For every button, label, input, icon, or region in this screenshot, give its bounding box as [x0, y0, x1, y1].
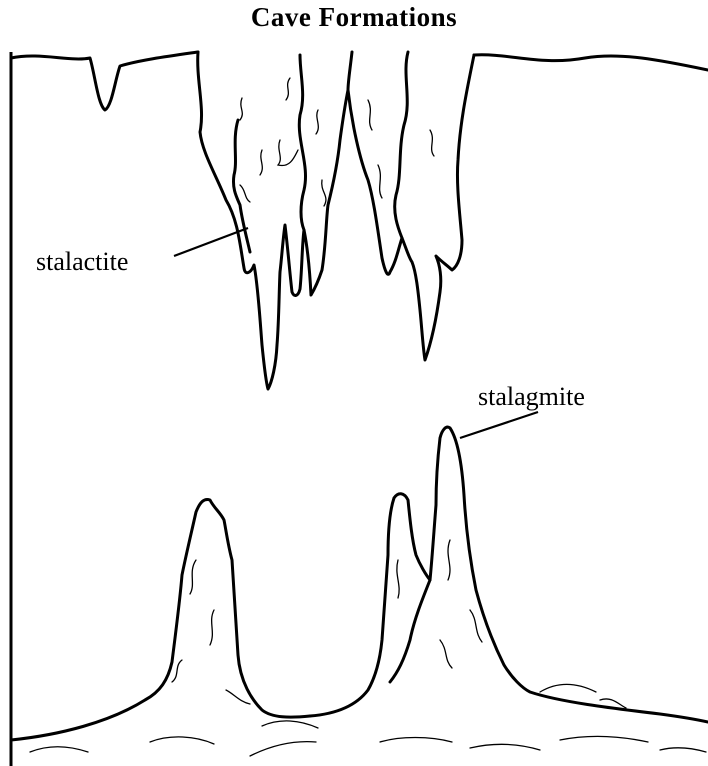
stalagmite-left	[11, 500, 310, 741]
floor-texture-6	[470, 744, 540, 750]
stalactite-crevice-3	[395, 52, 408, 238]
stalagmite-texture-8	[397, 560, 399, 598]
stalagmite-texture-2	[210, 610, 214, 645]
stalactite-texture-1	[240, 98, 242, 120]
cave-ceiling-left	[11, 52, 198, 110]
stalagmite-texture-3	[172, 660, 182, 682]
stalagmite-texture-1	[190, 560, 196, 594]
stalagmite-label: stalagmite	[478, 382, 585, 411]
floor-texture-3	[250, 742, 316, 756]
floor-texture-5	[380, 738, 452, 743]
stalactite-texture-8	[378, 165, 382, 198]
floor-texture-8	[660, 748, 706, 752]
stalagmite-texture-5	[448, 540, 450, 580]
stalagmite-junction	[390, 580, 430, 682]
stalactite-cluster	[198, 52, 474, 389]
floor-texture-2	[150, 737, 214, 744]
stalactite-leader-line	[174, 228, 248, 256]
floor-texture-1	[30, 747, 88, 752]
cave-ceiling-right	[474, 55, 708, 70]
stalagmite-right	[310, 427, 708, 722]
floor-texture-4	[262, 721, 318, 728]
stalactite-label: stalactite	[36, 247, 128, 276]
stalactite-texture-2	[260, 150, 262, 175]
stalactite-texture-7	[368, 100, 372, 130]
stalagmite-texture-9	[540, 684, 596, 692]
stalactite-crevice-1	[299, 55, 305, 230]
stalagmite-texture-6	[470, 610, 482, 642]
stalactite-texture-6	[322, 180, 326, 206]
stalagmite-leader-line	[460, 412, 538, 438]
stalagmite-texture-4	[226, 690, 250, 704]
stalactite-texture-9	[430, 130, 434, 156]
stalactite-texture-5	[316, 110, 318, 134]
stalactite-texture-4	[278, 140, 298, 166]
stalactite-texture-10	[240, 185, 250, 202]
stalactite-texture-3	[286, 78, 290, 100]
stalagmite-texture-7	[440, 640, 452, 668]
floor-texture-7	[560, 736, 648, 742]
stalactite-crevice-2	[348, 52, 352, 90]
